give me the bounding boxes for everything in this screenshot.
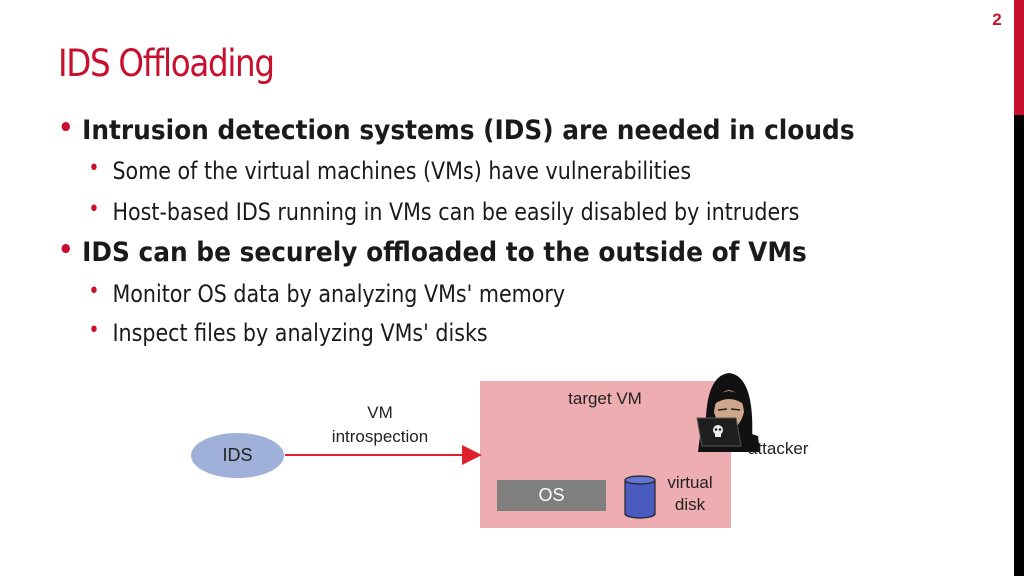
vm-introspection-label-line1: VM <box>367 403 393 422</box>
bullet-icon: • <box>58 235 74 265</box>
attacker-label: attacker <box>748 439 809 458</box>
ids-node: IDS <box>191 433 284 478</box>
bullet-text: Host-based IDS running in VMs can be eas… <box>112 198 800 226</box>
accent-bar-red <box>1014 0 1024 115</box>
bullet-text: Inspect files by analyzing VMs' disks <box>112 319 488 347</box>
accent-bar-black <box>1014 115 1024 576</box>
os-box: OS <box>497 480 606 511</box>
bullet-text: Some of the virtual machines (VMs) have … <box>112 157 692 185</box>
bullet-icon: • <box>88 197 100 222</box>
slide-title: IDS Offloading <box>58 42 275 85</box>
bullet-text: IDS can be securely offloaded to the out… <box>82 237 807 268</box>
target-vm-label: target VM <box>568 389 642 408</box>
vm-introspection-label-line2: introspection <box>331 427 429 446</box>
bullet-icon: • <box>88 279 100 304</box>
hacker-icon <box>696 373 760 452</box>
virtual-disk-label-line2: disk <box>674 495 706 514</box>
skull-icon <box>713 425 723 437</box>
bullet-icon: • <box>88 318 100 343</box>
slide-number: 2 <box>992 10 1002 29</box>
bullet-icon: • <box>58 113 74 143</box>
virtual-disk-icon <box>624 475 656 519</box>
vm-introspection-label: VM introspection <box>315 401 445 449</box>
virtual-disk-label: virtual disk <box>655 472 725 516</box>
bullet-text: Monitor OS data by analyzing VMs' memory <box>112 280 566 308</box>
bullet-icon: • <box>88 156 100 181</box>
virtual-disk-label-line1: virtual <box>667 473 713 492</box>
bullet-text: Intrusion detection systems (IDS) are ne… <box>82 115 855 146</box>
